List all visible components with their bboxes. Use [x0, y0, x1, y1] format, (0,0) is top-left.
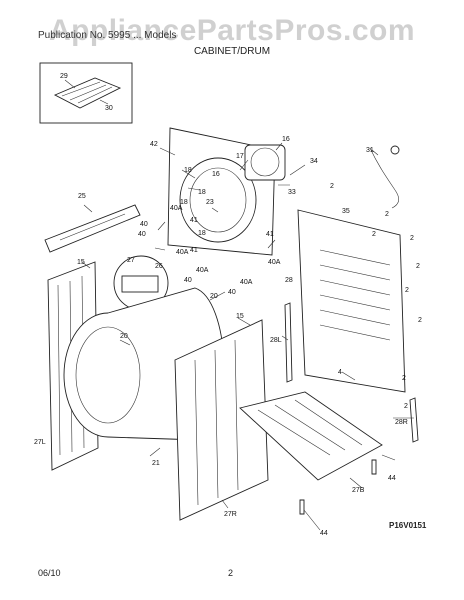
part-label: 28L: [270, 337, 282, 344]
side-rail-left: [284, 302, 293, 383]
screw: [299, 499, 305, 515]
part-label: 2: [410, 235, 414, 242]
part-label: 40A: [196, 267, 209, 274]
part-label: 40: [184, 277, 192, 284]
part-label: 2: [418, 317, 422, 324]
part-label: 18: [198, 230, 206, 237]
cabinet-base: [239, 391, 383, 481]
part-label: 40A: [268, 259, 281, 266]
part-label: 27R: [224, 511, 237, 518]
part-label: 18: [180, 199, 188, 206]
part-label: 18: [184, 167, 192, 174]
part-label: 2: [405, 287, 409, 294]
part-label: 44: [320, 530, 328, 537]
part-label: 29: [60, 73, 68, 80]
part-label: 31: [366, 147, 374, 154]
footer-page-number: 2: [228, 568, 234, 578]
part-label: 44: [388, 475, 396, 482]
part-label: 42: [150, 141, 158, 148]
part-label: 40A: [176, 249, 189, 256]
part-label: 2: [330, 183, 334, 190]
part-label: 40A: [170, 205, 183, 212]
part-label: 28: [285, 277, 293, 284]
screw: [371, 459, 377, 475]
part-label: 2: [404, 403, 408, 410]
back-panel: [297, 209, 406, 393]
part-label: 40: [140, 221, 148, 228]
control-board: [121, 275, 159, 293]
section-title: CABINET/DRUM: [193, 46, 271, 57]
part-label: 27L: [34, 439, 46, 446]
part-label: 15: [77, 259, 85, 266]
bulkhead-opening: [179, 157, 257, 243]
part-label: 15: [236, 313, 244, 320]
part-label: 4: [338, 369, 342, 376]
part-label: 33: [288, 189, 296, 196]
part-label: 17: [236, 153, 244, 160]
part-label: 2: [385, 211, 389, 218]
part-label: 25: [78, 193, 86, 200]
part-label: 26: [155, 263, 163, 270]
part-label: 20: [120, 333, 128, 340]
blower-housing: [244, 144, 286, 181]
part-label: 16: [282, 136, 290, 143]
part-label: 40: [138, 231, 146, 238]
page-header: Publication No. 5995 ... Models: [38, 30, 177, 41]
part-label: 27: [127, 257, 135, 264]
part-label: 28R: [395, 419, 408, 426]
part-label: 2: [402, 375, 406, 382]
part-label: 2: [416, 263, 420, 270]
part-label: 34: [310, 158, 318, 165]
watermark-text: AppliancePartsPros.com: [48, 14, 416, 47]
part-label: 41: [266, 231, 274, 238]
footer-date: 06/10: [38, 568, 61, 578]
part-label: 40: [228, 289, 236, 296]
wire-harness: [369, 147, 400, 209]
part-label: 23: [206, 199, 214, 206]
side-rail-right: [409, 397, 419, 443]
part-label: 21: [152, 460, 160, 467]
cabinet-right-side: [174, 319, 269, 521]
part-label: 20: [210, 293, 218, 300]
part-label: 41: [190, 217, 198, 224]
part-label: 35: [342, 208, 350, 215]
part-label: 16: [212, 171, 220, 178]
diagram-code: P16V0151: [389, 521, 427, 530]
top-bracket: [44, 204, 141, 253]
part-label: 27B: [352, 487, 365, 494]
part-label: 18: [198, 189, 206, 196]
part-label: 40A: [240, 279, 253, 286]
part-label: 30: [105, 105, 113, 112]
part-label: 2: [372, 231, 376, 238]
part-label: 41: [190, 247, 198, 254]
